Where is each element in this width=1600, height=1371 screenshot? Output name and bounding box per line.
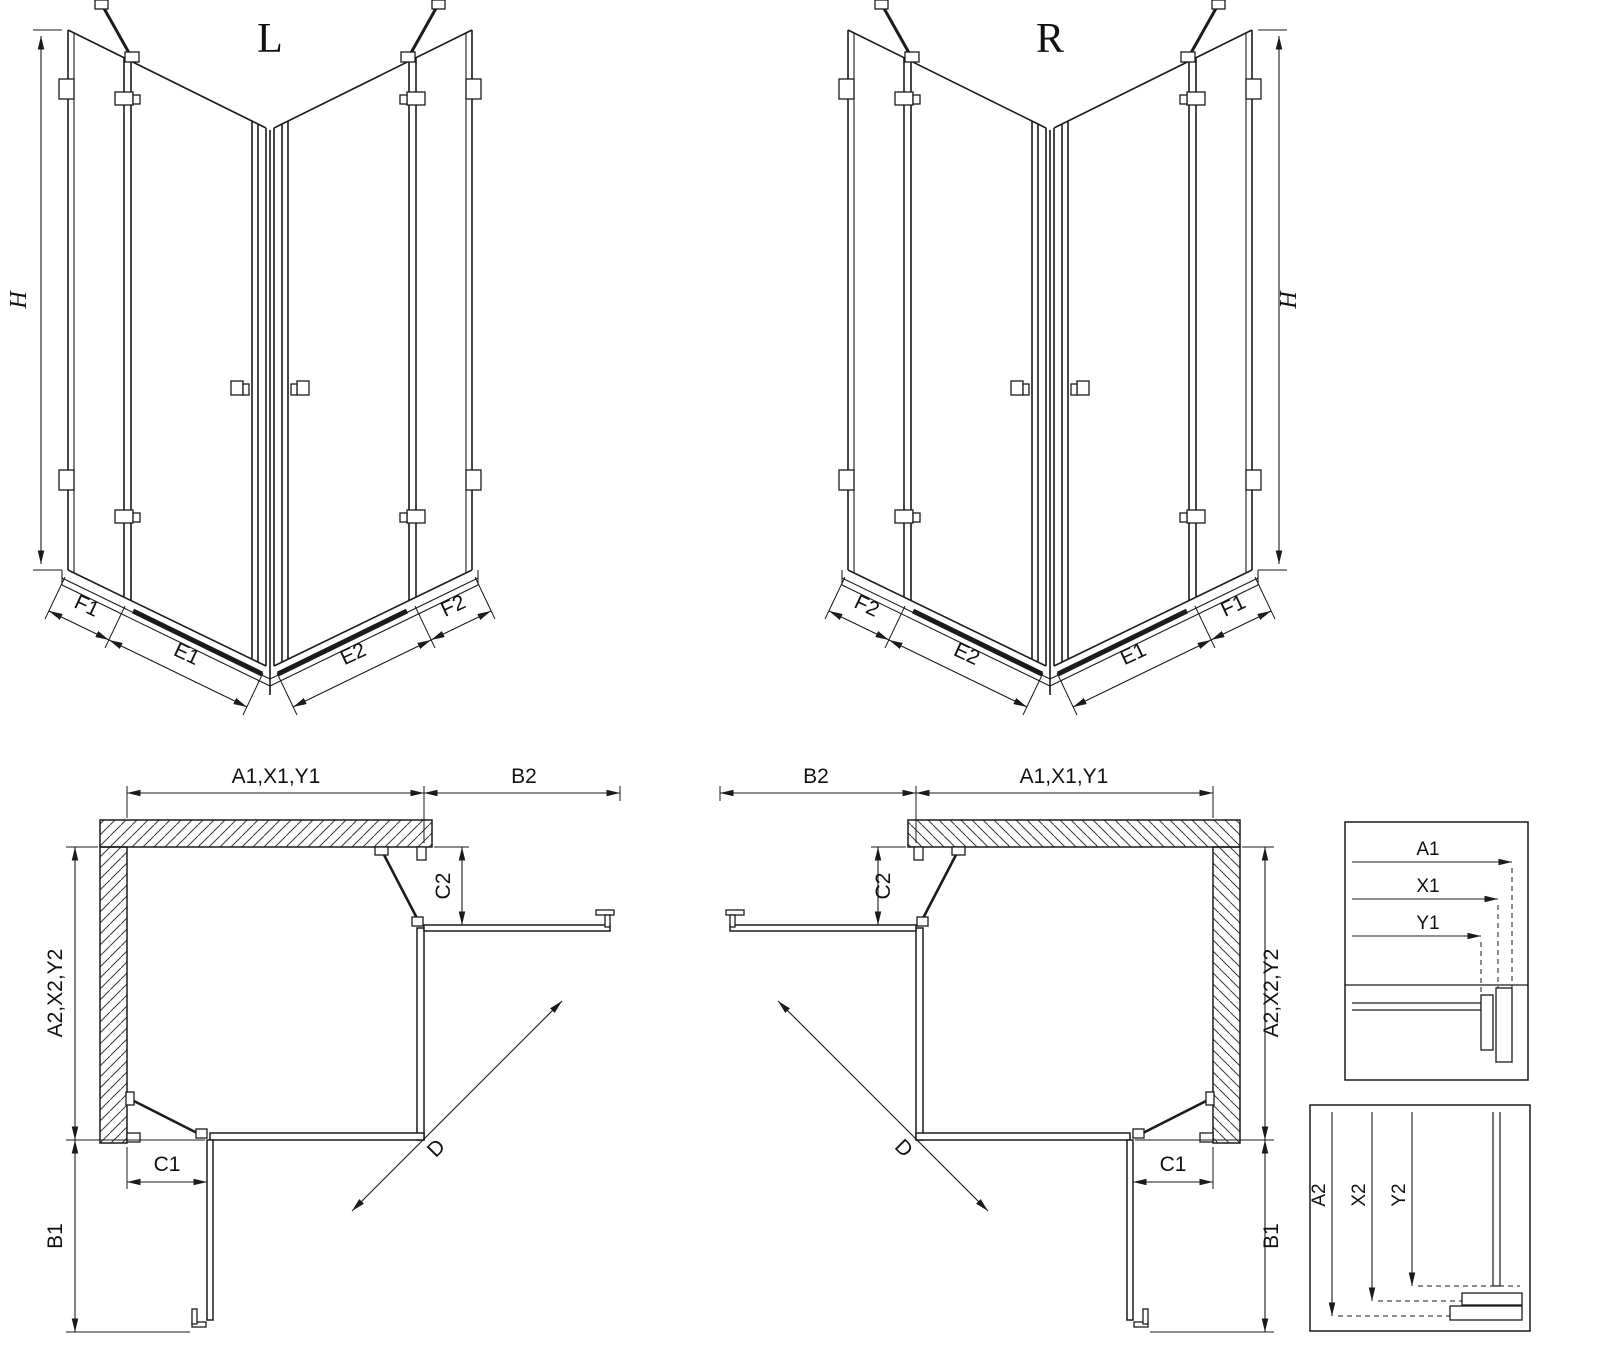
iso-view-right (825, 0, 1287, 715)
detail-a1-x1-y1 (1344, 821, 1529, 1081)
detail-y2: Y2 (1389, 1183, 1410, 1206)
detail-y1: Y1 (1416, 913, 1439, 934)
variant-label-left: L (257, 16, 283, 62)
plan-right-c2: C2 (872, 873, 895, 900)
plan-left-height-side: A2,X2,Y2 (44, 949, 67, 1038)
plan-left-width-top: A1,X1,Y1 (232, 765, 321, 788)
plan-right-height-side: A2,X2,Y2 (1260, 949, 1283, 1038)
iso-view-left (33, 0, 495, 715)
detail-a2-x2-y2 (1309, 1104, 1531, 1332)
plan-right-diagonal: D (890, 1135, 917, 1162)
plan-left-diagonal: D (423, 1135, 450, 1162)
detail-x2: X2 (1349, 1183, 1370, 1206)
plan-left-c2: C2 (432, 873, 455, 900)
plan-left-b1: B1 (44, 1223, 67, 1249)
plan-left-b2: B2 (511, 765, 537, 788)
plan-right-b2: B2 (803, 765, 829, 788)
plan-right-width-top: A1,X1,Y1 (1020, 765, 1109, 788)
plan-view-right (720, 786, 1274, 1332)
height-label-right: H (1276, 290, 1302, 310)
detail-a2: A2 (1309, 1183, 1330, 1206)
plan-right-b1: B1 (1260, 1223, 1283, 1249)
detail-x1: X1 (1416, 876, 1439, 897)
detail-a1: A1 (1416, 839, 1439, 860)
height-label-left: H (6, 290, 32, 310)
plan-view-left (66, 786, 620, 1332)
variant-label-right: R (1036, 16, 1064, 62)
plan-right-c1: C1 (1160, 1153, 1187, 1176)
plan-left-c1: C1 (154, 1153, 181, 1176)
